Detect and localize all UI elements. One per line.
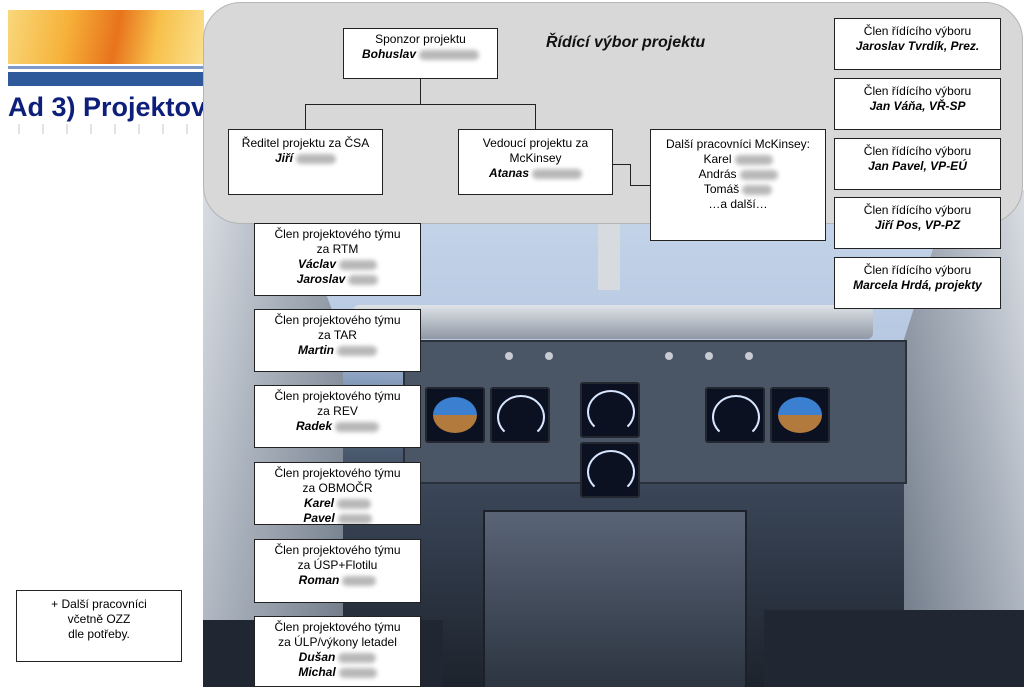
committee-member-box: Člen řídícího výboru Jan Pavel, VP-EÚ — [834, 138, 1001, 190]
committee-member-box: Člen řídícího výboru Jan Váňa, VŘ-SP — [834, 78, 1001, 130]
mckinsey-staff-box: Další pracovníci McKinsey: Karel András … — [650, 129, 826, 241]
team-member-area: za ÚLP/výkony letadel — [278, 635, 397, 649]
control-knob — [545, 352, 553, 360]
mckinsey-lead-name: Atanas — [459, 166, 612, 181]
committee-member-name: Jiří Pos, VP-PZ — [874, 218, 961, 232]
team-member-label: Člen projektového týmu — [274, 543, 401, 557]
team-member-name: Radek — [255, 419, 420, 434]
committee-member-name: Jan Pavel, VP-EÚ — [868, 159, 967, 173]
team-member-label: Člen projektového týmu — [274, 620, 401, 634]
other-staff-line: včetně OZZ — [67, 612, 131, 626]
committee-member-name: Jan Váňa, VŘ-SP — [869, 99, 966, 113]
committee-member-name: Jaroslav Tvrdík, Prez. — [855, 39, 980, 53]
team-member-box-ulp: Člen projektového týmu za ÚLP/výkony let… — [254, 616, 421, 687]
team-member-box-rev: Člen projektového týmu za REV Radek — [254, 385, 421, 448]
team-member-label: Člen projektového týmu — [274, 389, 401, 403]
team-member-label: Člen projektového týmu — [274, 466, 401, 480]
team-member-box-usp: Člen projektového týmu za ÚSP+Flotilu Ro… — [254, 539, 421, 603]
connector-line — [305, 104, 306, 129]
director-label: Ředitel projektu za ČSA — [241, 136, 370, 150]
control-knob — [505, 352, 513, 360]
committee-member-box: Člen řídícího výboru Jaroslav Tvrdík, Pr… — [834, 18, 1001, 70]
mckinsey-person: Tomáš — [651, 182, 825, 197]
team-member-label: Člen projektového týmu — [274, 313, 401, 327]
team-member-box-tar: Člen projektového týmu za TAR Martin — [254, 309, 421, 372]
team-member-name: Roman — [255, 573, 420, 588]
display-screen — [705, 387, 765, 443]
mckinsey-lead-box: Vedoucí projektu za McKinsey Atanas — [458, 129, 613, 195]
connector-line — [612, 164, 630, 165]
team-member-name: Pavel — [255, 511, 420, 524]
team-member-name: Jaroslav — [255, 272, 420, 287]
center-pedestal — [483, 510, 747, 687]
mckinsey-person: Karel — [651, 152, 825, 167]
mckinsey-lead-label: Vedoucí projektu za McKinsey — [482, 136, 589, 165]
team-member-area: za REV — [317, 404, 358, 418]
display-screen — [770, 387, 830, 443]
team-member-name: Václav — [255, 257, 420, 272]
glareshield — [353, 305, 873, 339]
first-officer-seat — [764, 610, 1024, 687]
display-screen — [580, 382, 640, 438]
other-staff-box: + Další pracovníci včetně OZZ dle potřeb… — [16, 590, 182, 662]
committee-member-label: Člen řídícího výboru — [863, 24, 972, 38]
team-member-area: za OBMOČR — [302, 481, 373, 495]
mckinsey-person: András — [651, 167, 825, 182]
team-member-name: Dušan — [255, 650, 420, 665]
connector-line — [420, 79, 421, 104]
display-screen — [490, 387, 550, 443]
team-member-area: za ÚSP+Flotilu — [297, 558, 378, 572]
committee-member-name: Marcela Hrdá, projekty — [853, 278, 982, 292]
sponsor-label: Sponzor projektu — [375, 32, 466, 46]
header-stripe — [8, 66, 204, 69]
control-knob — [665, 352, 673, 360]
team-member-area: za RTM — [316, 242, 359, 256]
mckinsey-staff-more: …a další… — [708, 197, 768, 211]
team-member-label: Člen projektového týmu — [274, 227, 401, 241]
committee-member-label: Člen řídícího výboru — [863, 144, 972, 158]
other-staff-line: + Další pracovníci — [51, 597, 147, 611]
display-screen — [580, 442, 640, 498]
team-member-name: Michal — [255, 665, 420, 680]
team-member-area: za TAR — [318, 328, 357, 342]
team-member-box-obmocr: Člen projektového týmu za OBMOČR Karel P… — [254, 462, 421, 525]
team-member-name: Karel — [255, 496, 420, 511]
header-banner-image — [8, 10, 204, 64]
connector-line — [630, 164, 631, 186]
instrument-panel — [403, 340, 907, 498]
committee-member-label: Člen řídícího výboru — [863, 203, 972, 217]
connector-line — [535, 104, 536, 129]
committee-member-box: Člen řídícího výboru Jiří Pos, VP-PZ — [834, 197, 1001, 249]
director-name: Jiří — [229, 151, 382, 166]
other-staff-line: dle potřeby. — [68, 627, 130, 641]
team-member-name: Martin — [255, 343, 420, 358]
connector-line — [305, 104, 536, 105]
sponsor-name: Bohuslav — [344, 47, 497, 62]
committee-member-label: Člen řídícího výboru — [863, 84, 972, 98]
sponsor-box: Sponzor projektu Bohuslav — [343, 28, 498, 79]
control-knob — [705, 352, 713, 360]
committee-member-label: Člen řídícího výboru — [863, 263, 972, 277]
committee-member-box: Člen řídícího výboru Marcela Hrdá, proje… — [834, 257, 1001, 309]
steering-committee-title: Řídící výbor projektu — [546, 34, 706, 51]
control-knob — [745, 352, 753, 360]
connector-line — [630, 185, 650, 186]
display-screen — [425, 387, 485, 443]
header-stripe-blue — [8, 72, 204, 86]
header-decoration — [8, 124, 204, 134]
mckinsey-staff-label: Další pracovníci McKinsey: — [665, 137, 811, 151]
team-member-box-rtm: Člen projektového týmu za RTM Václav Jar… — [254, 223, 421, 296]
director-box: Ředitel projektu za ČSA Jiří — [228, 129, 383, 195]
